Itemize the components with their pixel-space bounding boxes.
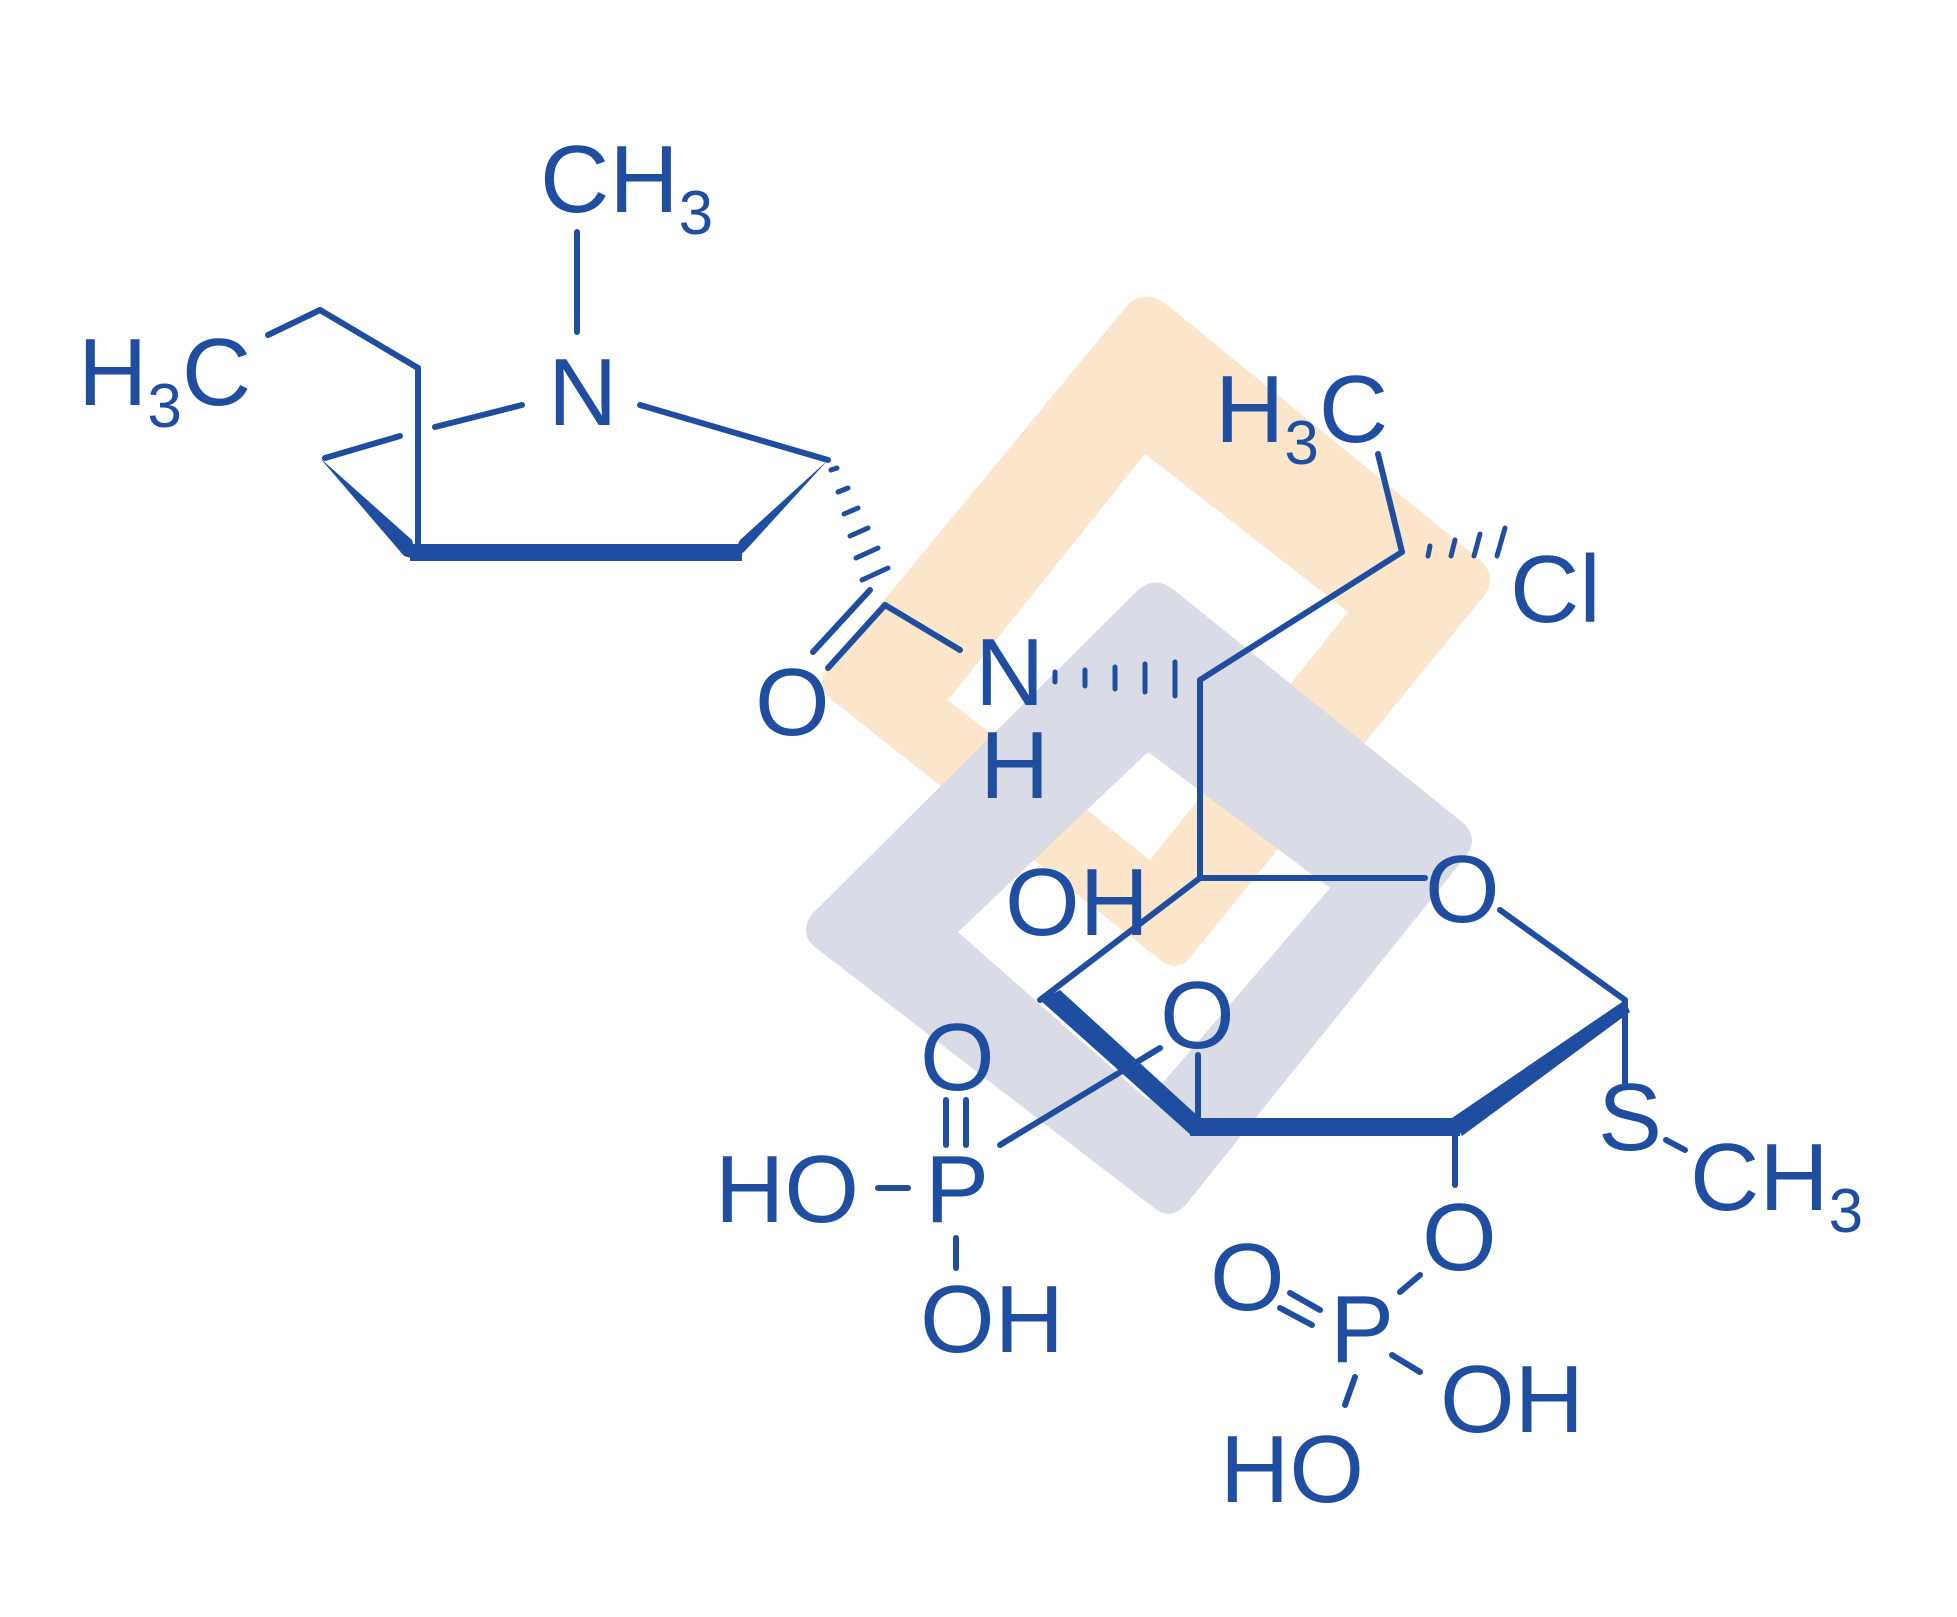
atom-labels: CH3 H3C N O N H H3C Cl OH O O O HO P OH … [78, 126, 1863, 1523]
label-p1-oh: OH [920, 1266, 1064, 1373]
bond-p2-ho [1342, 1374, 1358, 1408]
wedge-sugar-right [1452, 1000, 1630, 1136]
label-p2-ho: HO [1220, 1416, 1364, 1523]
hashed-bonds [828, 465, 1508, 699]
hash-c5-carbonyl [828, 465, 891, 583]
bond-p2-oh [1389, 1352, 1423, 1375]
bond-c6-c5 [1037, 875, 1203, 1003]
watermark-logo [805, 296, 1491, 1214]
bond-propyl-3 [265, 307, 323, 338]
label-ring-o: O [1425, 836, 1500, 943]
label-chloro: Cl [1510, 536, 1601, 643]
label-p2-oh: OH [1440, 1346, 1584, 1453]
wedge-ring-right [730, 460, 828, 560]
label-amide-n: N [975, 619, 1044, 726]
label-amide-h: H [980, 712, 1049, 819]
bond-ringo-c1 [1497, 907, 1628, 1003]
bond-co-single [825, 602, 888, 671]
bond-n-c2 [432, 402, 525, 430]
bonds [265, 229, 1688, 1408]
label-link-o: O [1160, 962, 1235, 1069]
hash-c7-nh [1052, 659, 1178, 699]
wedge-sugar-left [1040, 990, 1200, 1136]
bold-ring-bottom [410, 544, 742, 561]
bond-n-c2b [322, 433, 403, 461]
bond-o-p2 [1397, 1272, 1423, 1295]
label-carbonyl-o: O [755, 649, 830, 756]
bold-sugar-bottom [1190, 1118, 1460, 1136]
label-oh-top: OH [1005, 849, 1149, 956]
bond-c7-c8 [1197, 549, 1405, 683]
bond-propyl-2 [317, 307, 421, 371]
bond-c-nh [882, 602, 963, 653]
hash-c8-cl [1425, 525, 1508, 559]
bond-n-c5 [637, 402, 831, 463]
label-n-methyl: CH3 [540, 126, 713, 248]
label-s-methyl: CH3 [1690, 1124, 1863, 1246]
label-propyl-end: H3C [78, 319, 251, 441]
bond-p2-o-dbl-a [1287, 1290, 1323, 1313]
label-sulfur: S [1598, 1064, 1662, 1171]
label-p2: P [1330, 1276, 1394, 1383]
label-ring-n: N [548, 339, 617, 446]
label-link-o2: O [1422, 1184, 1497, 1291]
label-ethyl-end: H3C [1215, 356, 1388, 478]
bond-co-double [810, 587, 873, 655]
label-p2-dbl-o: O [1210, 1224, 1285, 1331]
label-p1-dbl-o: O [920, 1004, 995, 1111]
wedge-ring-left [320, 458, 418, 560]
bond-c8-c9 [1375, 451, 1405, 555]
watermark-gray-ring [805, 582, 1473, 1214]
bond-p2-o-dbl-b [1277, 1305, 1315, 1328]
bond-s-ch3 [1663, 1137, 1688, 1153]
label-p1-ho: HO [715, 1136, 859, 1243]
label-p1: P [925, 1136, 989, 1243]
wedge-bonds [320, 458, 1630, 1136]
